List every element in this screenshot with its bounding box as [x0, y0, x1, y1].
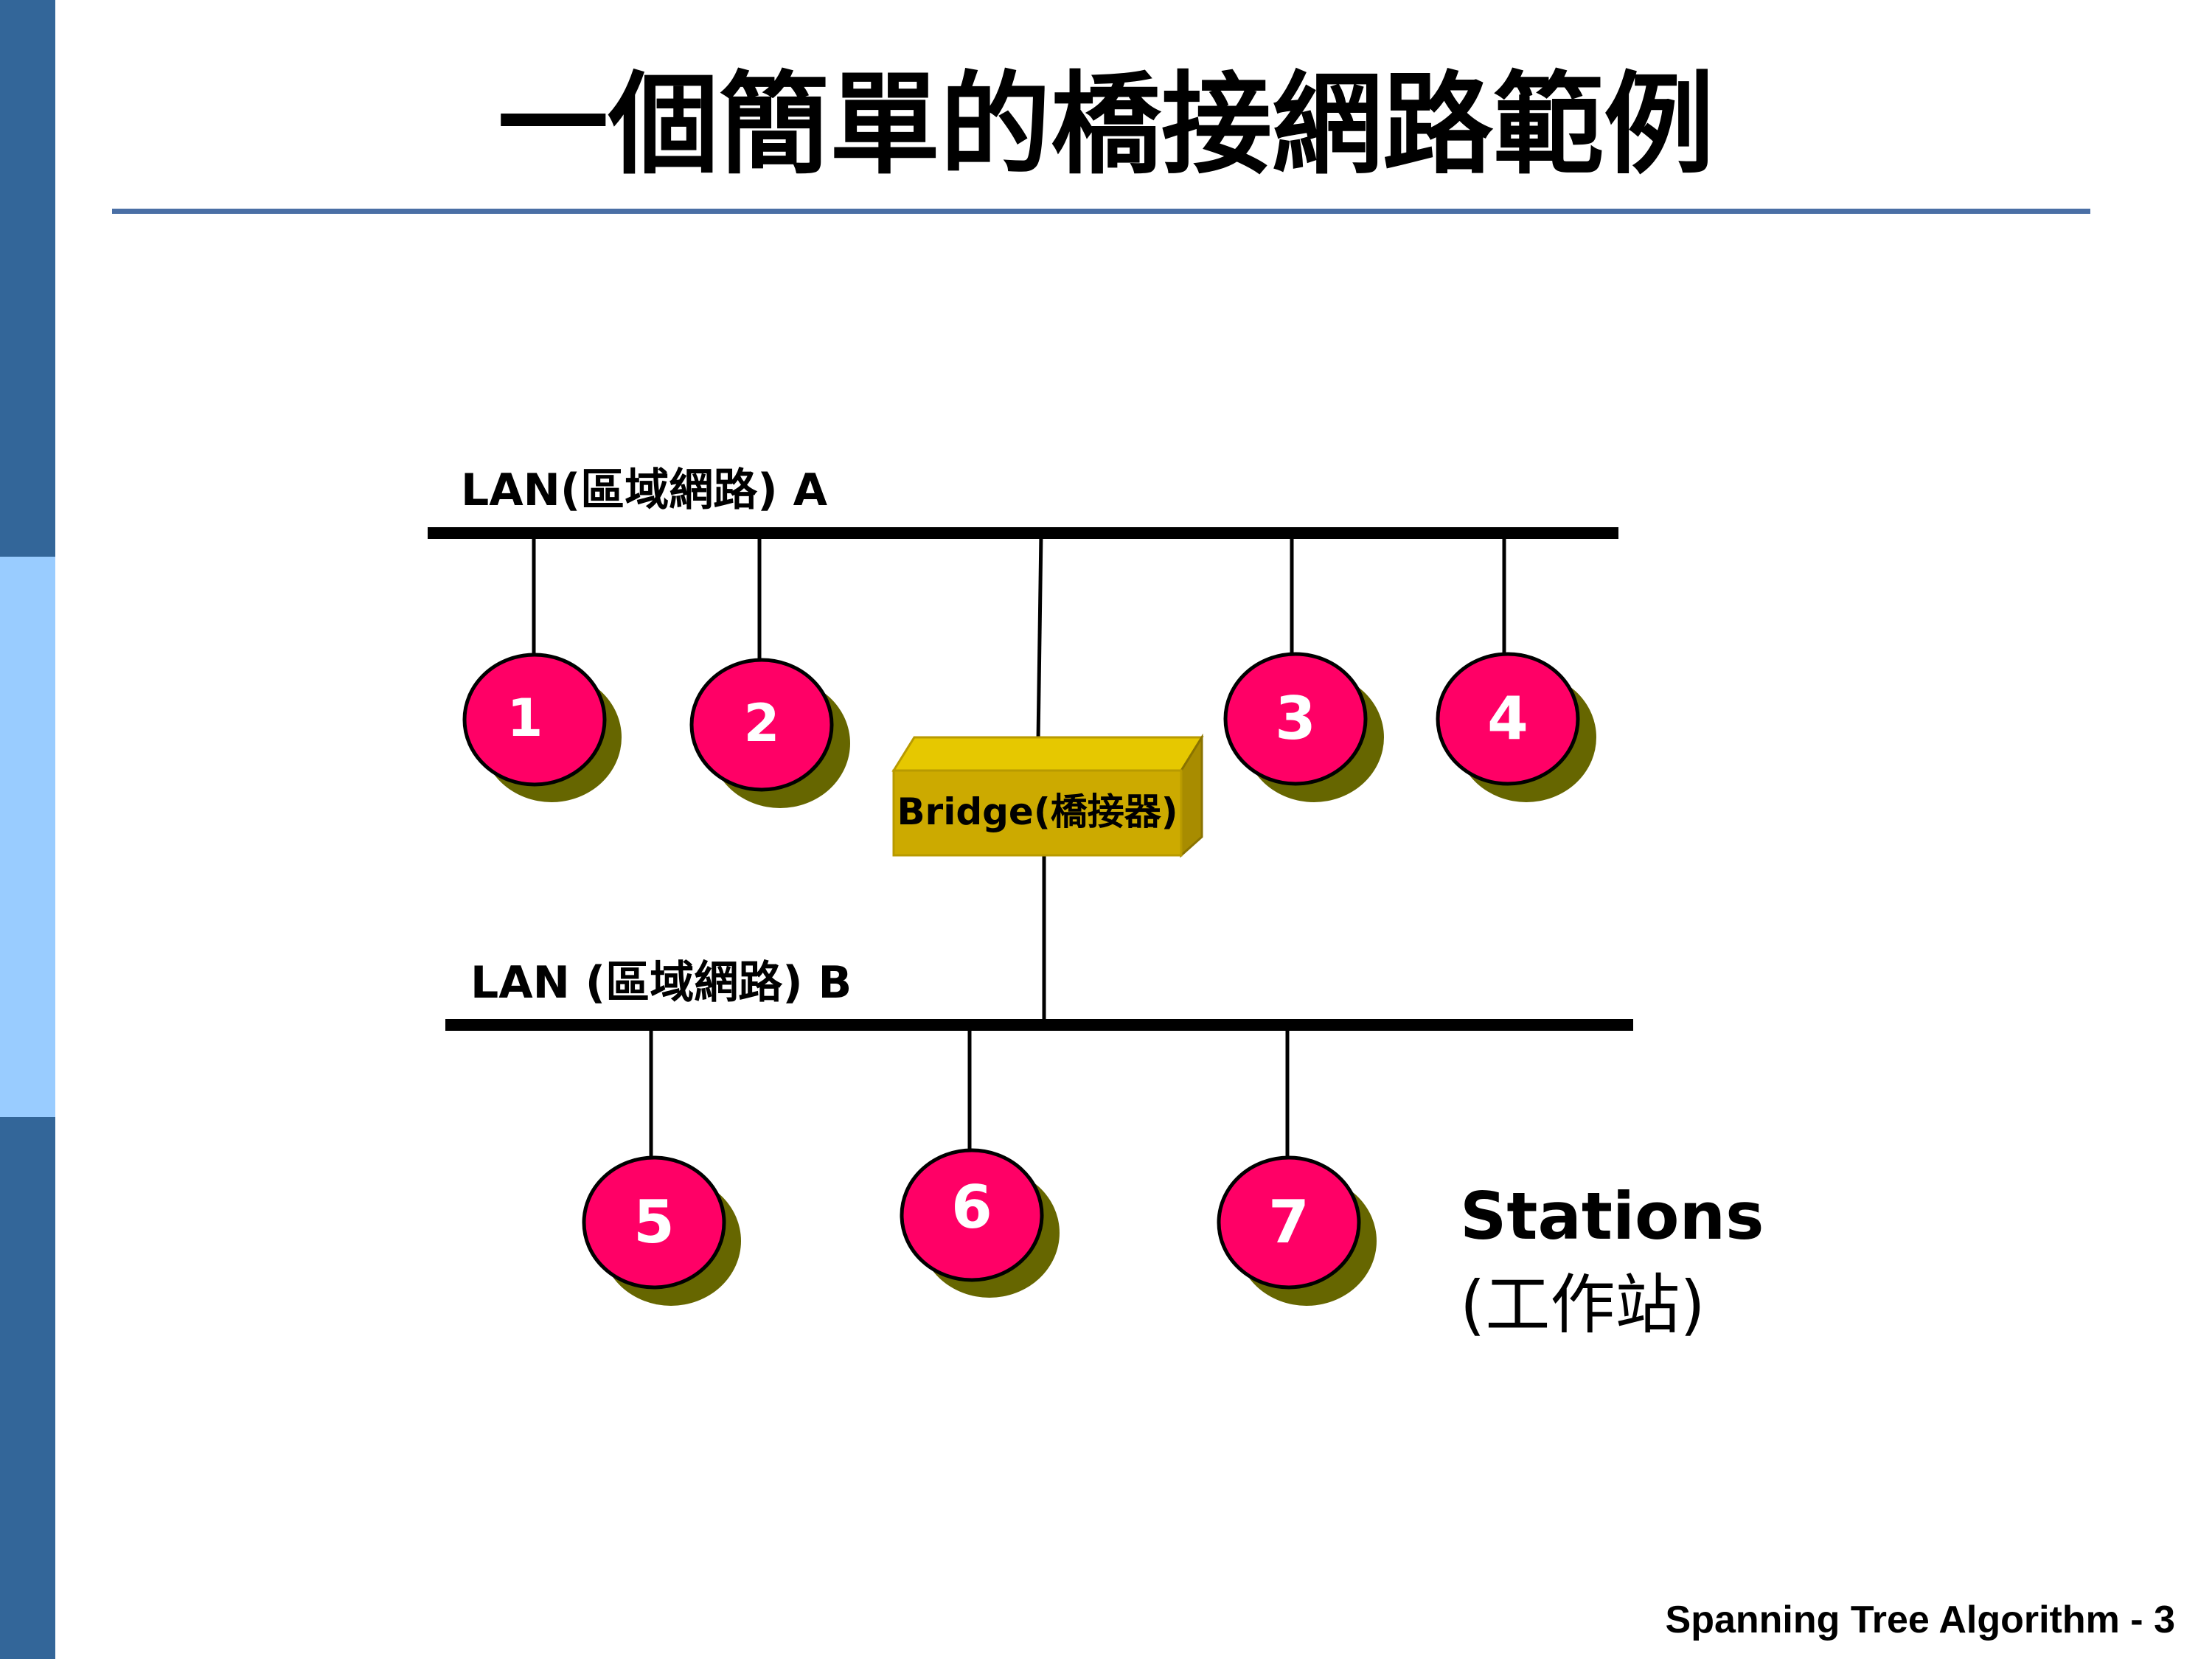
station-6: 6 — [900, 1148, 1060, 1298]
station-3: 3 — [1223, 652, 1384, 802]
title-underline — [112, 209, 2090, 214]
station-1: 1 — [462, 653, 622, 802]
sidebar-accent-top — [0, 0, 55, 557]
station-5: 5 — [582, 1155, 741, 1306]
station-6-label: 6 — [951, 1173, 992, 1242]
sidebar-accent-bottom — [0, 1117, 55, 1659]
sidebar-accent-middle — [0, 557, 55, 1117]
slide-footer: Spanning Tree Algorithm - 3 — [1665, 1599, 2175, 1641]
station-7-label: 7 — [1268, 1188, 1310, 1256]
station-1-label: 1 — [507, 688, 543, 748]
station-7: 7 — [1217, 1155, 1377, 1306]
station-2: 2 — [689, 658, 850, 808]
stations-subtitle: (工作站) — [1460, 1267, 1705, 1343]
station-4-label: 4 — [1487, 684, 1528, 753]
lan-b-label: LAN (區域網路) B — [470, 957, 852, 1009]
station-4: 4 — [1436, 652, 1596, 802]
station-5-label: 5 — [633, 1188, 675, 1256]
station-2-label: 2 — [744, 693, 780, 754]
stations-legend: Stations (工作站) — [1460, 1172, 1764, 1349]
bridge-uplink — [1036, 532, 1043, 742]
stations-title: Stations — [1460, 1178, 1764, 1254]
lan-a-label: LAN(區域網路) A — [461, 465, 828, 516]
slide-title: 一個簡單的橋接網路範例 — [497, 61, 1714, 189]
bridge-label: Bridge(橋接器) — [897, 790, 1178, 833]
station-3-label: 3 — [1275, 684, 1316, 753]
bridge-box — [891, 733, 1204, 858]
